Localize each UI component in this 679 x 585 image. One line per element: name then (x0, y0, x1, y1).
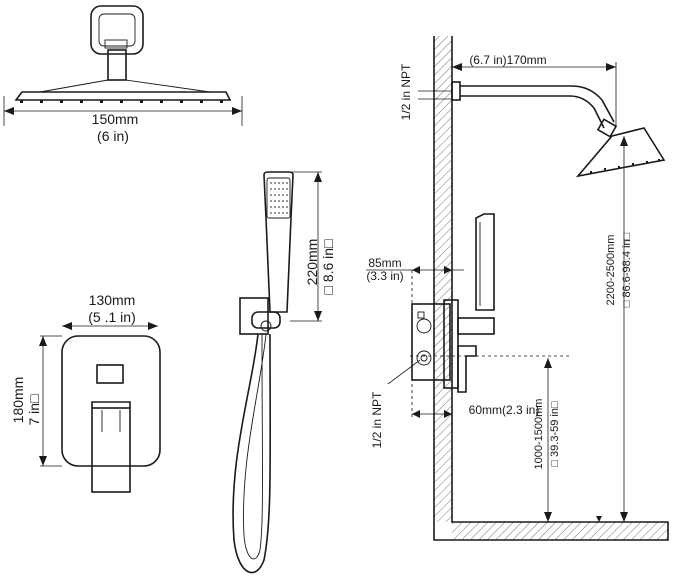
valve-depth-label: 60mm(2.3 in) (469, 403, 540, 417)
wall-flange-outline (90, 5, 144, 55)
arrow-right (606, 63, 616, 71)
wall-offset-mm: 85mm (368, 256, 401, 270)
hand-shower-drawing: 220mm □ 8.6 in□ (232, 171, 336, 574)
hose-connector (251, 311, 281, 329)
handle-top (91, 401, 131, 408)
hand-shower-body (263, 171, 294, 313)
hose-loop (232, 333, 272, 574)
plate-height-mm: 180mm (10, 377, 26, 424)
arm-stem (107, 49, 127, 81)
arm-reach-label: (6.7 in)170mm (469, 53, 546, 67)
hose-loop-inner (243, 333, 267, 560)
shower-arm-top (460, 85, 615, 123)
install-handle (457, 345, 477, 393)
hand-length-in: □ 8.6 in□ (320, 239, 336, 295)
arrow-right (148, 322, 158, 330)
holder-bracket (239, 297, 269, 335)
installation-drawing: (6.7 in)170mm 1/2 in NPT 2200-2500mm □ 8… (366, 36, 669, 541)
diverter-button (96, 364, 124, 384)
valve-detail (417, 311, 425, 319)
head-height-in: □ 86.6-98.4 in□ (621, 232, 633, 307)
floor-hatch (452, 522, 668, 540)
head-width-mm: 150mm (92, 111, 139, 127)
install-hand-bracket (457, 317, 495, 335)
arrow-down (314, 311, 322, 321)
shower-head-plate (14, 91, 232, 101)
arm-wall-flange (451, 81, 461, 101)
arrow-left (412, 410, 420, 418)
head-width-in: (6 in) (97, 128, 129, 144)
install-shower-head (575, 127, 666, 178)
arrow-left (4, 107, 14, 115)
floor-marker (596, 516, 602, 522)
arrow-up (620, 136, 628, 146)
plate-width-mm: 130mm (89, 292, 136, 308)
shower-head-drawing: 150mm (6 in) (3, 5, 243, 144)
npt-top-label: 1/2 in NPT (399, 63, 413, 120)
head-top-left (39, 79, 109, 93)
wall-hatch (434, 36, 452, 522)
arrow-down (620, 512, 628, 522)
head-top-right (125, 79, 211, 93)
wall-flange-inner (98, 13, 136, 47)
valve-height-mm: 1000-1500mm (533, 399, 545, 470)
arrow-down (544, 512, 552, 522)
install-hand-shower (475, 213, 495, 311)
arrow-down (39, 456, 47, 466)
head-height-mm: 2200-2500mm (605, 235, 617, 306)
arm-collar (104, 39, 128, 49)
arrow-right (444, 410, 452, 418)
arrow-left (62, 322, 72, 330)
plate-width-in: (5 .1 in) (88, 309, 135, 325)
arrow-up (314, 172, 322, 182)
arrow-right (232, 107, 242, 115)
arrow-up (544, 358, 552, 368)
valve-port-bottom-inner (420, 354, 428, 362)
plate-outline (61, 335, 161, 467)
valve-body (411, 303, 451, 381)
arrow-left (412, 266, 420, 274)
shower-arm-bottom (460, 95, 605, 129)
outlet-nut (260, 320, 272, 332)
handle-lever (91, 407, 131, 493)
nozzle-row (20, 100, 223, 103)
install-head-drops (578, 159, 660, 176)
plate-height-in: 7 in□ (26, 394, 42, 426)
arrow-up (39, 336, 47, 346)
valve-port-top (416, 318, 432, 334)
spray-face (266, 177, 291, 219)
spray-nozzles (270, 182, 288, 214)
valve-height-in: □ 39.3-59 in□ (549, 401, 561, 467)
trim-plate (443, 299, 459, 389)
arrow-right (444, 266, 452, 274)
valve-port-bottom (416, 350, 432, 366)
valve-plate-drawing: 130mm (5 .1 in) 180mm 7 in□ (10, 292, 161, 493)
wall-offset-in: (3.3 in) (366, 269, 403, 283)
npt-bottom-label: 1/2 in NPT (370, 391, 384, 448)
arrow-left (452, 63, 462, 71)
npt-bottom-leader (387, 359, 421, 385)
arm-ball-joint (596, 118, 618, 138)
hand-length-mm: 220mm (304, 239, 320, 286)
